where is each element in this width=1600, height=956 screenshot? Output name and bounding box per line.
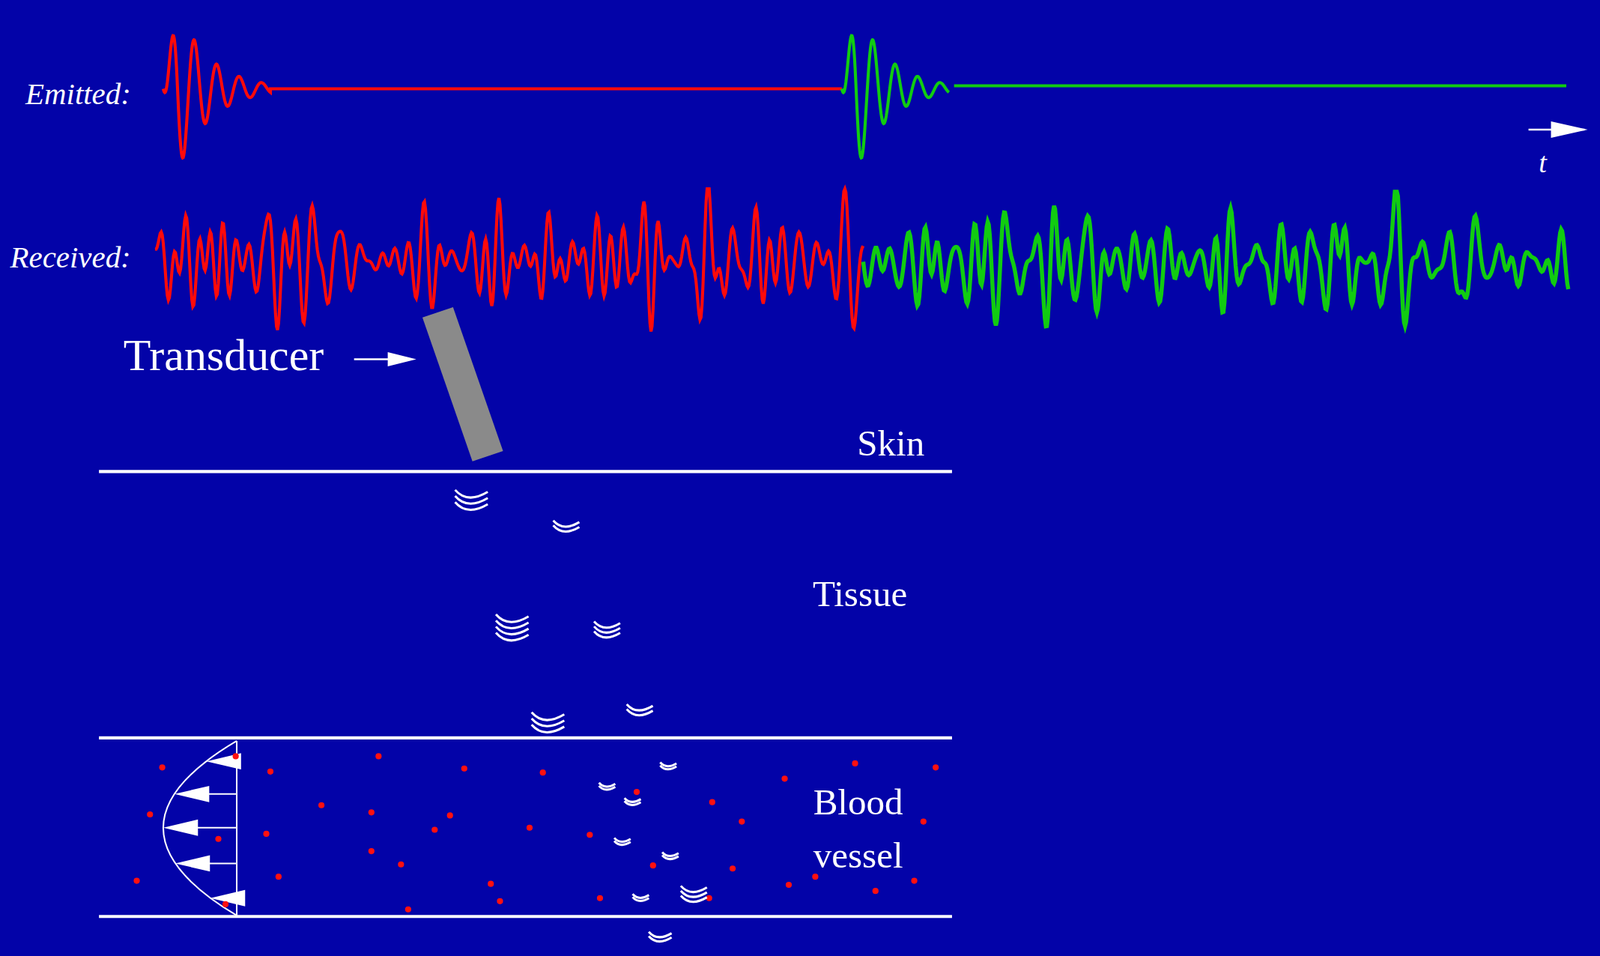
received-signal: [862, 191, 1568, 326]
echo-arc: [680, 885, 708, 892]
blood-cell: [447, 811, 454, 818]
echo-arc: [624, 797, 642, 802]
blood-cell: [214, 835, 221, 842]
echo-arc: [495, 614, 529, 622]
profile-curve: [163, 740, 237, 916]
blood-cell: [650, 862, 657, 869]
transducer: [422, 307, 504, 462]
blood-cells: [133, 752, 939, 913]
blood-cell: [709, 799, 716, 806]
blood-cell: [222, 901, 229, 908]
echo-arc: [495, 626, 529, 634]
emitted-baseline: [954, 83, 1567, 87]
label: Blood vessel: [797, 775, 920, 882]
blood-cell: [262, 830, 269, 837]
echo-arc: [553, 525, 580, 532]
vessel-wall: [98, 914, 953, 918]
blood-cell: [496, 898, 503, 905]
echo-arc: [455, 495, 489, 504]
echo-arc: [531, 718, 565, 726]
echo-arc: [594, 631, 621, 638]
blood-cell: [851, 760, 858, 767]
echo-arc: [632, 896, 650, 901]
velocity-arrowhead: [206, 752, 242, 770]
label: Skin: [856, 422, 925, 465]
blood-cell: [738, 817, 745, 824]
blood-cell: [785, 881, 792, 888]
emitted-pulse: [163, 35, 842, 159]
echo-arc: [455, 489, 489, 498]
blood-cell: [540, 769, 547, 776]
blood-cell: [431, 826, 438, 833]
blood-cell: [375, 752, 382, 759]
blood-cell: [232, 752, 239, 759]
blood-cell: [920, 817, 927, 824]
echo-arc: [659, 765, 677, 770]
blood-cell: [159, 764, 166, 771]
echo-arc: [599, 782, 616, 787]
label: t: [1538, 147, 1547, 181]
blood-cell: [781, 775, 788, 782]
blood-cell: [597, 895, 603, 902]
echo-arc: [624, 800, 642, 805]
echo-arc: [594, 626, 621, 633]
echo-arc: [632, 893, 650, 898]
echo-arc: [659, 762, 677, 767]
echo-arc: [594, 621, 621, 628]
blood-cell: [318, 802, 325, 809]
waveforms: [155, 35, 1569, 332]
echo-arc: [455, 501, 489, 510]
blood-cell: [487, 880, 494, 887]
echo-arc: [662, 851, 679, 856]
scatter-echoes: [455, 489, 708, 942]
velocity-arrowhead: [174, 785, 209, 803]
received-signal: [155, 188, 863, 332]
blood-cell: [405, 906, 412, 913]
blood-cell: [910, 877, 917, 884]
blood-cell: [729, 865, 736, 872]
blood-cell: [146, 811, 153, 818]
label: Received:: [10, 238, 132, 275]
echo-arc: [680, 890, 708, 897]
vessel-wall: [98, 736, 953, 740]
echo-arc: [495, 632, 529, 641]
blood-cell: [267, 768, 274, 775]
echo-arc: [648, 931, 672, 938]
echo-arc: [614, 837, 631, 842]
echo-arc: [626, 708, 654, 715]
label: Emitted:: [25, 75, 132, 111]
echo-arc: [626, 704, 654, 711]
emitted-pulse: [841, 35, 950, 159]
blood-cell: [633, 788, 640, 795]
echo-arc: [599, 785, 616, 790]
echo-arc: [662, 855, 679, 860]
velocity-arrowhead: [175, 855, 210, 872]
time-arrowhead: [1551, 121, 1589, 138]
skin-line: [98, 469, 953, 473]
blood-cell: [368, 847, 375, 854]
echo-arc: [648, 935, 672, 941]
label: Tissue: [812, 573, 908, 615]
blood-cell: [586, 831, 593, 838]
velocity-profile: [163, 740, 245, 916]
blood-cell: [526, 824, 533, 831]
label: Transducer: [123, 331, 324, 383]
blood-cell: [275, 873, 282, 880]
blood-cell: [932, 764, 939, 771]
echo-arc: [553, 520, 580, 527]
blood-cell: [872, 887, 879, 894]
velocity-arrowhead: [163, 819, 198, 836]
echo-arc: [495, 620, 529, 628]
echo-arc: [531, 724, 565, 732]
blood-cell: [397, 861, 404, 868]
echo-arc: [680, 895, 708, 902]
blood-cell: [368, 808, 375, 815]
echo-arc: [531, 712, 565, 720]
blood-cell: [133, 877, 140, 884]
pointer-arrowhead: [388, 352, 417, 367]
echo-arc: [614, 840, 631, 845]
blood-cell: [461, 765, 468, 772]
